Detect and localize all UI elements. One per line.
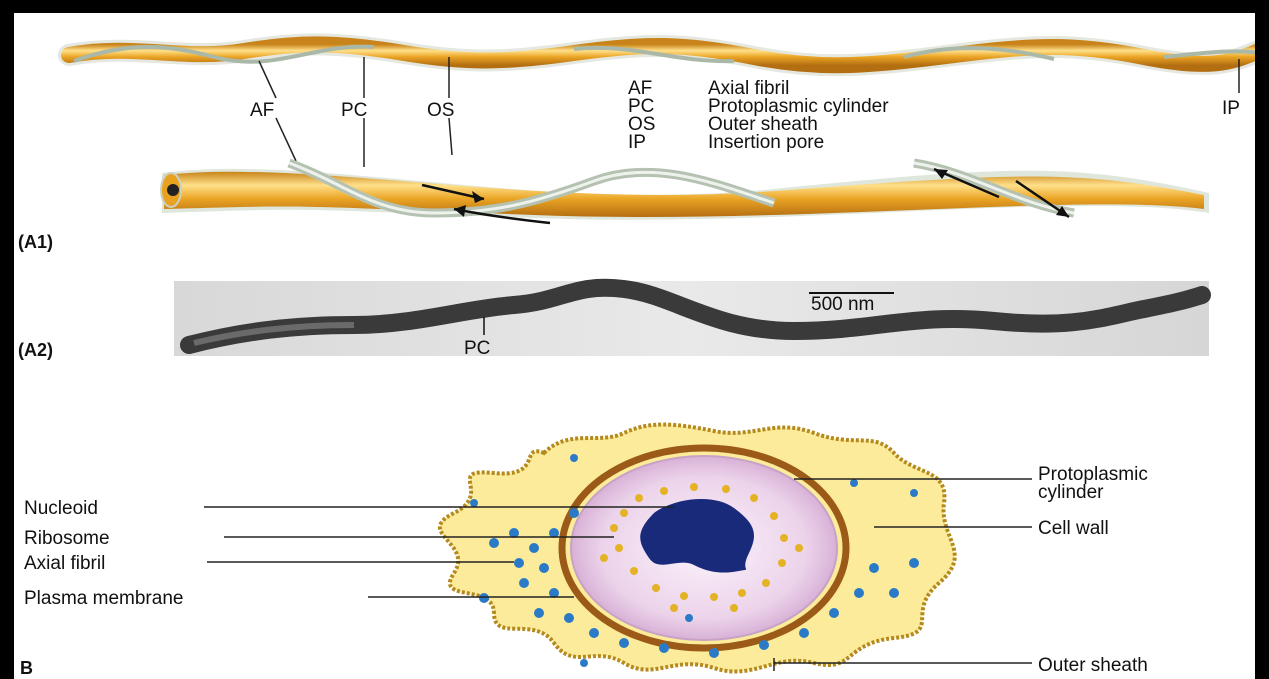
label-os: OS xyxy=(427,101,454,120)
panel-tag-b: B xyxy=(20,659,33,677)
legend-code: IP xyxy=(628,133,646,152)
label-ip: IP xyxy=(1222,99,1240,118)
label-nucleoid: Nucleoid xyxy=(24,499,98,518)
figure-panel: AF PC OS IP AF Axial fibril PC Protoplas… xyxy=(14,13,1255,679)
electron-micrograph xyxy=(174,281,1209,356)
panel-tag-a1: (A1) xyxy=(18,233,53,251)
label-outer-sheath: Outer sheath xyxy=(1038,656,1148,675)
label-cell-wall: Cell wall xyxy=(1038,519,1109,538)
legend-term: Insertion pore xyxy=(708,133,824,152)
micrograph-pc-label: PC xyxy=(464,339,490,358)
label-ribosome: Ribosome xyxy=(24,529,110,548)
label-protoplasmic-cylinder-2: cylinder xyxy=(1038,483,1103,502)
label-af: AF xyxy=(250,101,274,120)
scale-bar-label: 500 nm xyxy=(811,295,874,314)
label-pc: PC xyxy=(341,101,367,120)
panel-tag-a2: (A2) xyxy=(18,341,53,359)
cross-section xyxy=(440,425,955,672)
label-plasma-membrane: Plasma membrane xyxy=(24,589,183,608)
spirochete-thin-cell xyxy=(69,44,1255,65)
label-axial-fibril: Axial fibril xyxy=(24,554,105,573)
spirochete-thick-cell xyxy=(161,163,1209,223)
